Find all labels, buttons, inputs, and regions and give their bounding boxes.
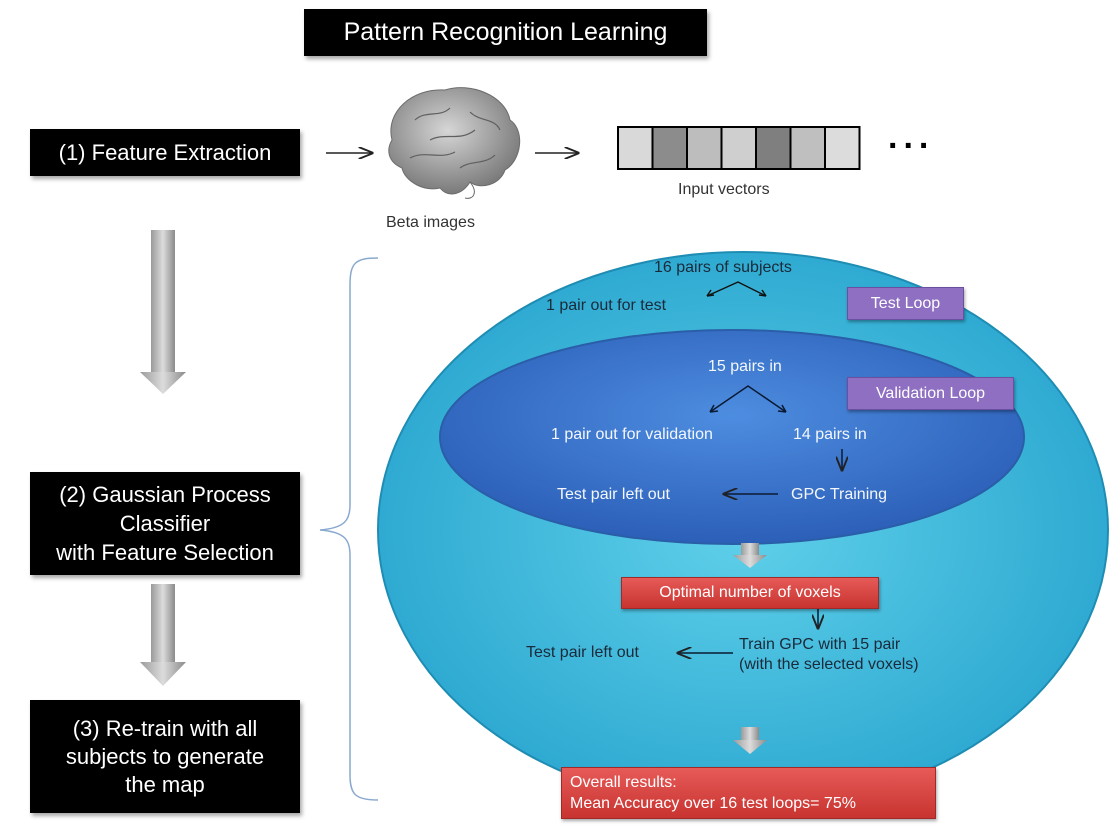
- vector-cell: [686, 126, 723, 170]
- fourteen-pairs-label: 14 pairs in: [793, 426, 867, 443]
- vector-cell: [824, 126, 861, 170]
- split-arrow-validation: [709, 385, 787, 413]
- test-left-out-label: Test pair left out: [526, 644, 639, 661]
- step3-line2: subjects to generate: [65, 743, 265, 769]
- page-title: Pattern Recognition Learning: [304, 9, 707, 56]
- step2-line3: with Feature Selection: [56, 540, 274, 565]
- overall-results-box: Overall results: Mean Accuracy over 16 t…: [561, 767, 936, 819]
- brace: [319, 257, 379, 801]
- test-pair-out-label: 1 pair out for test: [546, 297, 667, 314]
- vector-cell: [755, 126, 792, 170]
- split-arrow-test: [706, 281, 767, 297]
- vector-cell: [720, 126, 757, 170]
- step-gaussian-process: (2) Gaussian Process Classifier with Fea…: [30, 472, 300, 575]
- down-arrow-2: [140, 584, 186, 686]
- step3-line3: the map: [125, 771, 205, 797]
- vector-cell: [617, 126, 654, 170]
- step2-line1: (2) Gaussian Process: [59, 482, 271, 507]
- step-retrain: (3) Re-train with all subjects to genera…: [30, 700, 300, 813]
- step-feature-extraction: (1) Feature Extraction: [30, 129, 300, 176]
- step3-line1: (3) Re-train with all: [72, 715, 258, 741]
- brain-icon: [388, 87, 521, 199]
- subjects-label: 16 pairs of subjects: [654, 259, 792, 276]
- vector-cell: [651, 126, 688, 170]
- optimal-voxels-box: Optimal number of voxels: [621, 577, 879, 609]
- test-loop-badge: Test Loop: [847, 287, 964, 320]
- ellipsis: ...: [888, 118, 935, 156]
- down-arrow-small-1: [733, 543, 767, 568]
- down-arrow-1: [140, 230, 186, 394]
- pairs-in-label: 15 pairs in: [708, 358, 782, 375]
- train-gpc-line2: (with the selected voxels): [739, 656, 919, 673]
- results-line1: Overall results:: [570, 774, 677, 791]
- validation-pair-out-label: 1 pair out for validation: [551, 426, 713, 443]
- step2-line2: Classifier: [119, 511, 211, 536]
- vector-cell: [789, 126, 826, 170]
- validation-loop-badge: Validation Loop: [847, 377, 1014, 410]
- beta-images-caption: Beta images: [386, 214, 475, 231]
- results-line2: Mean Accuracy over 16 test loops= 75%: [570, 795, 856, 812]
- validation-left-out-label: Test pair left out: [557, 486, 670, 503]
- input-vector: [617, 126, 861, 170]
- down-arrow-small-2: [733, 727, 767, 754]
- input-vectors-caption: Input vectors: [678, 181, 770, 198]
- gpc-training-label: GPC Training: [791, 486, 888, 503]
- train-gpc-line1: Train GPC with 15 pair: [739, 636, 901, 653]
